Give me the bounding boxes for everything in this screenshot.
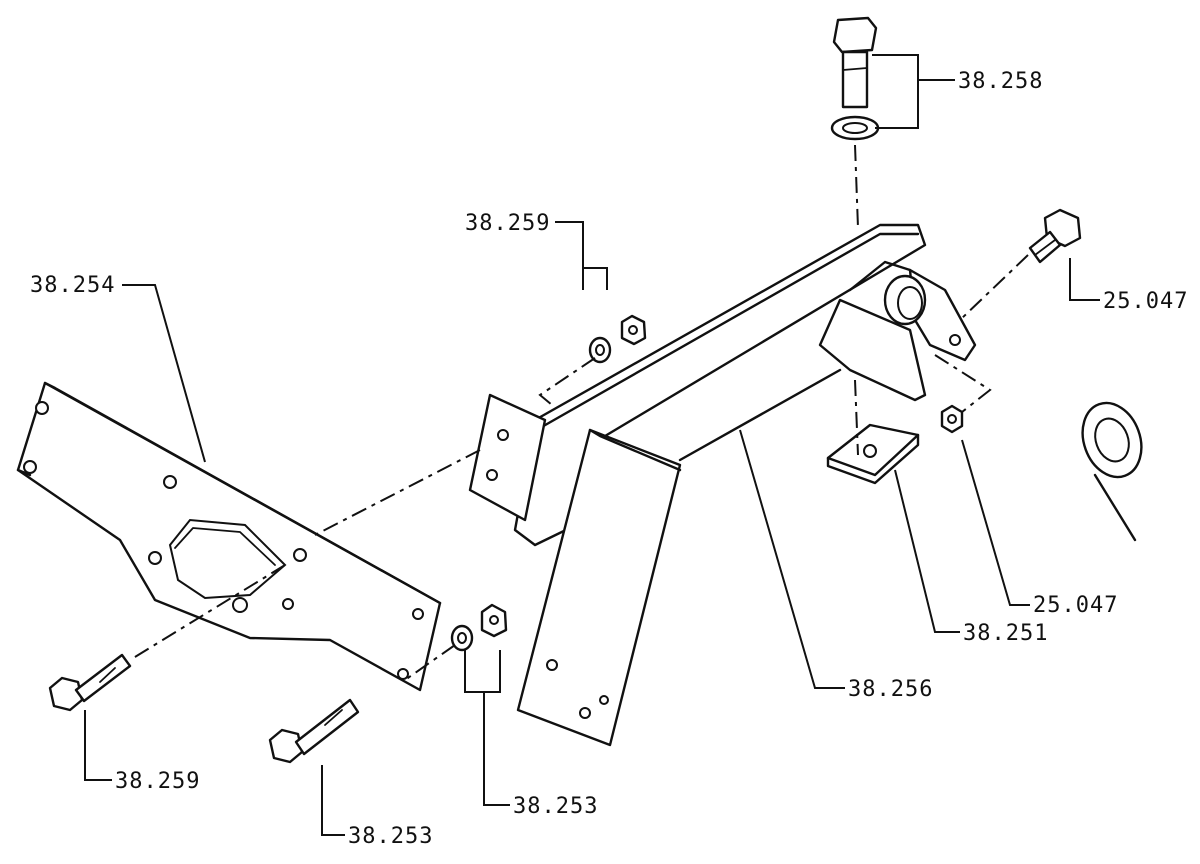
lower-washer — [450, 624, 474, 652]
hinge-bracket — [818, 260, 977, 402]
callout-label: 38.251 — [963, 621, 1048, 646]
callout-label: 38.259 — [465, 211, 550, 236]
lower-nut — [480, 603, 508, 638]
callout-leaders — [84, 54, 1100, 836]
callout-label: 25.047 — [1103, 289, 1188, 314]
wrench-partial — [1081, 401, 1143, 542]
callout-label: 38.258 — [958, 69, 1043, 94]
mid-nut — [620, 314, 647, 346]
top-washer — [830, 115, 880, 141]
top-bolt — [832, 16, 878, 109]
callout-labels: 38.258 38.259 38.254 25.047 25.047 38.25… — [30, 69, 1188, 849]
right-bolt — [1028, 208, 1082, 264]
spacer-block — [826, 423, 920, 485]
assembly-centerlines — [129, 144, 1029, 681]
callout-label: 38.259 — [115, 769, 200, 794]
callout-label: 38.253 — [348, 824, 433, 849]
right-nut — [940, 404, 964, 434]
callout-label: 25.047 — [1033, 593, 1118, 618]
mid-washer — [588, 336, 612, 364]
bottom-center-bolt — [268, 698, 360, 764]
bottom-left-bolt — [48, 653, 132, 712]
mounting-plate — [16, 381, 442, 692]
callout-label: 38.254 — [30, 273, 115, 298]
main-frame — [468, 223, 927, 747]
callout-label: 38.253 — [513, 794, 598, 819]
callout-label: 38.256 — [848, 677, 933, 702]
